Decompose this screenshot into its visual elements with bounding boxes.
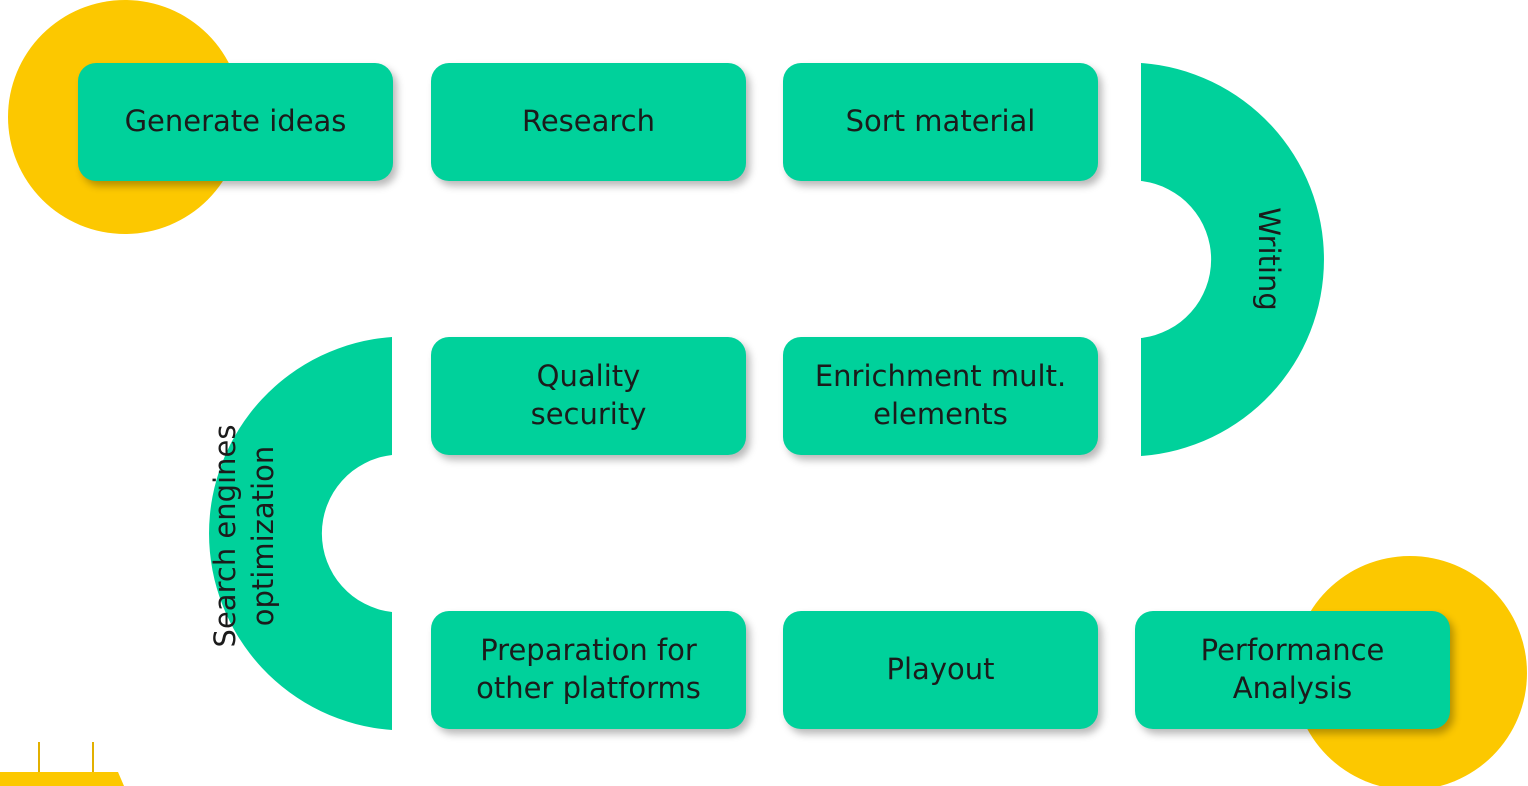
step-sort-material: Sort material: [783, 63, 1098, 181]
step-enrichment: Enrichment mult. elements: [783, 337, 1098, 455]
step-quality-security: Quality security: [431, 337, 746, 455]
step-research: Research: [431, 63, 746, 181]
step-performance-analysis: Performance Analysis: [1135, 611, 1450, 729]
step-seo-label: Search engines optimization: [208, 424, 280, 648]
seo-connector-arc: [209, 337, 392, 730]
corner-decoration-icon: [0, 742, 124, 786]
step-playout: Playout: [783, 611, 1098, 729]
writing-connector-arc: [1141, 63, 1324, 456]
step-writing-label: Writing: [1251, 207, 1286, 311]
step-preparation: Preparation for other platforms: [431, 611, 746, 729]
step-generate-ideas: Generate ideas: [78, 63, 393, 181]
